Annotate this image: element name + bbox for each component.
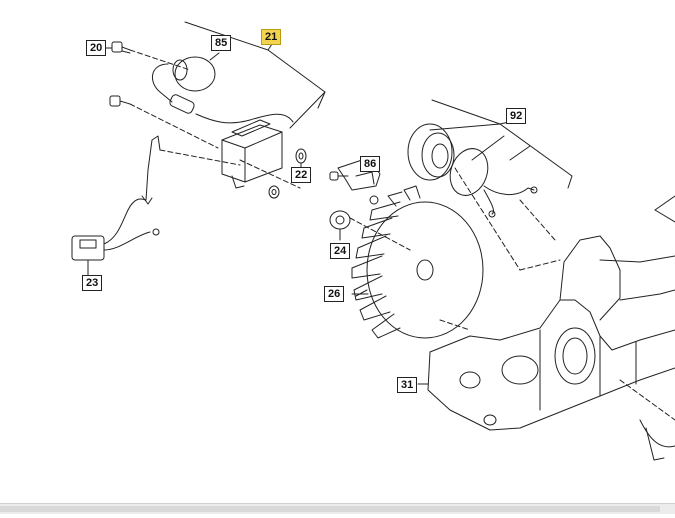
callout-86[interactable]: 86 xyxy=(360,156,380,172)
callout-21[interactable]: 21 xyxy=(261,29,281,45)
part-24-nut xyxy=(329,210,411,251)
callout-92[interactable]: 92 xyxy=(506,108,526,124)
alignment-lines xyxy=(439,167,675,421)
part-23-stop-switch xyxy=(71,135,241,276)
part-85-plug-cap xyxy=(152,52,294,124)
edge-fragment xyxy=(509,195,675,507)
part-92-starter-assembly xyxy=(407,99,573,218)
screw-lower xyxy=(109,95,219,149)
callout-31[interactable]: 31 xyxy=(397,377,417,393)
part-26-flywheel xyxy=(351,185,484,339)
part-31-crankcase xyxy=(417,235,675,461)
callout-26[interactable]: 26 xyxy=(324,286,344,302)
scrollbar-thumb[interactable] xyxy=(0,506,660,512)
part-20-screw xyxy=(105,41,191,71)
callout-20[interactable]: 20 xyxy=(86,40,106,56)
callout-23[interactable]: 23 xyxy=(82,275,102,291)
part-21-ignition-coil xyxy=(221,119,301,189)
horizontal-scrollbar[interactable] xyxy=(0,503,675,514)
bracket-21 xyxy=(184,21,326,129)
callout-24[interactable]: 24 xyxy=(330,243,350,259)
callout-85[interactable]: 85 xyxy=(211,35,231,51)
part-86-bracket xyxy=(329,157,381,205)
callout-22[interactable]: 22 xyxy=(291,167,311,183)
